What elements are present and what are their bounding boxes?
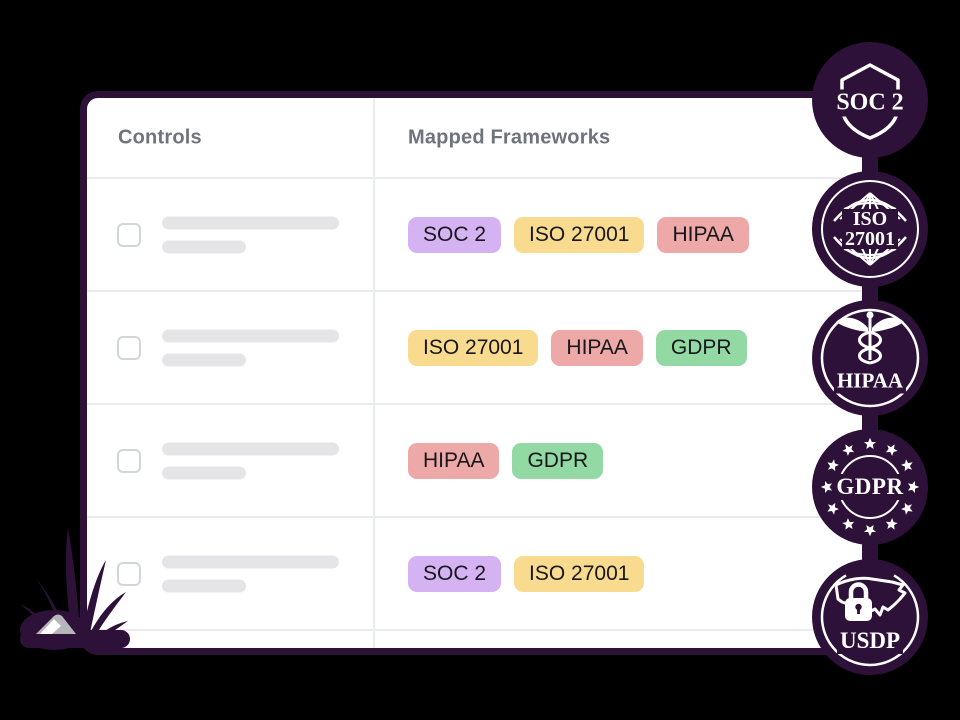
column-header-mapped-frameworks: Mapped Frameworks — [408, 126, 611, 148]
row-checkbox[interactable] — [117, 335, 141, 360]
skeleton-line — [162, 442, 339, 455]
skeleton-line — [162, 579, 246, 592]
badge-iso27001: ISO 27001 — [812, 171, 928, 287]
framework-chip: ISO 27001 — [514, 216, 645, 253]
table-row: SOC 2 ISO 27001 HIPAA — [87, 179, 869, 292]
framework-chip: SOC 2 — [408, 216, 502, 253]
badge-label: GDPR — [833, 474, 907, 500]
badge-label: SOC 2 — [833, 89, 907, 117]
globe-icon — [821, 180, 919, 278]
table-row: SOC 2 ISO 27001 — [87, 518, 869, 631]
framework-chip: ISO 27001 — [408, 329, 539, 366]
framework-chip: HIPAA — [551, 329, 643, 366]
badge-gdpr: GDPR — [812, 429, 928, 545]
table-row: ISO 27001 HIPAA GDPR — [87, 292, 869, 405]
table-row: HIPAA GDPR — [87, 405, 869, 518]
skeleton-text — [162, 555, 339, 592]
badge-label: USDP — [836, 628, 904, 655]
chip-group: HIPAA GDPR — [408, 442, 604, 479]
skeleton-text — [162, 442, 339, 479]
chip-group: ISO 27001 HIPAA GDPR — [408, 329, 747, 366]
grass-rock-decoration — [20, 528, 130, 650]
framework-chip: GDPR — [512, 442, 604, 479]
skeleton-line — [162, 240, 246, 253]
skeleton-line — [162, 329, 339, 342]
usa-map-lock-icon — [820, 574, 920, 667]
skeleton-line — [162, 216, 339, 229]
framework-chip: GDPR — [655, 329, 747, 366]
row-checkbox[interactable] — [117, 561, 141, 586]
badge-soc2: SOC 2 — [812, 42, 928, 158]
badge-usdp: USDP — [812, 559, 928, 675]
caduceus-icon — [820, 308, 920, 408]
badge-label: HIPAA — [833, 368, 907, 394]
chip-group: SOC 2 ISO 27001 — [408, 555, 645, 592]
framework-chip: SOC 2 — [408, 555, 502, 592]
row-checkbox[interactable] — [117, 222, 141, 247]
controls-table-card: Controls Mapped Frameworks SOC 2 ISO 2700… — [80, 91, 876, 655]
badge-hipaa: HIPAA — [812, 300, 928, 416]
chip-group: SOC 2 ISO 27001 HIPAA — [408, 216, 749, 253]
framework-chip: ISO 27001 — [514, 555, 645, 592]
column-divider — [373, 98, 375, 648]
skeleton-text — [162, 329, 339, 366]
framework-chip: HIPAA — [408, 442, 500, 479]
skeleton-text — [162, 216, 339, 253]
table-header: Controls Mapped Frameworks — [87, 98, 869, 179]
skeleton-line — [162, 555, 339, 568]
row-checkbox[interactable] — [117, 448, 141, 473]
badge-label: ISO 27001 — [842, 209, 898, 249]
framework-chip: HIPAA — [657, 216, 749, 253]
column-header-controls: Controls — [118, 126, 202, 148]
skeleton-line — [162, 466, 246, 479]
skeleton-line — [162, 353, 246, 366]
